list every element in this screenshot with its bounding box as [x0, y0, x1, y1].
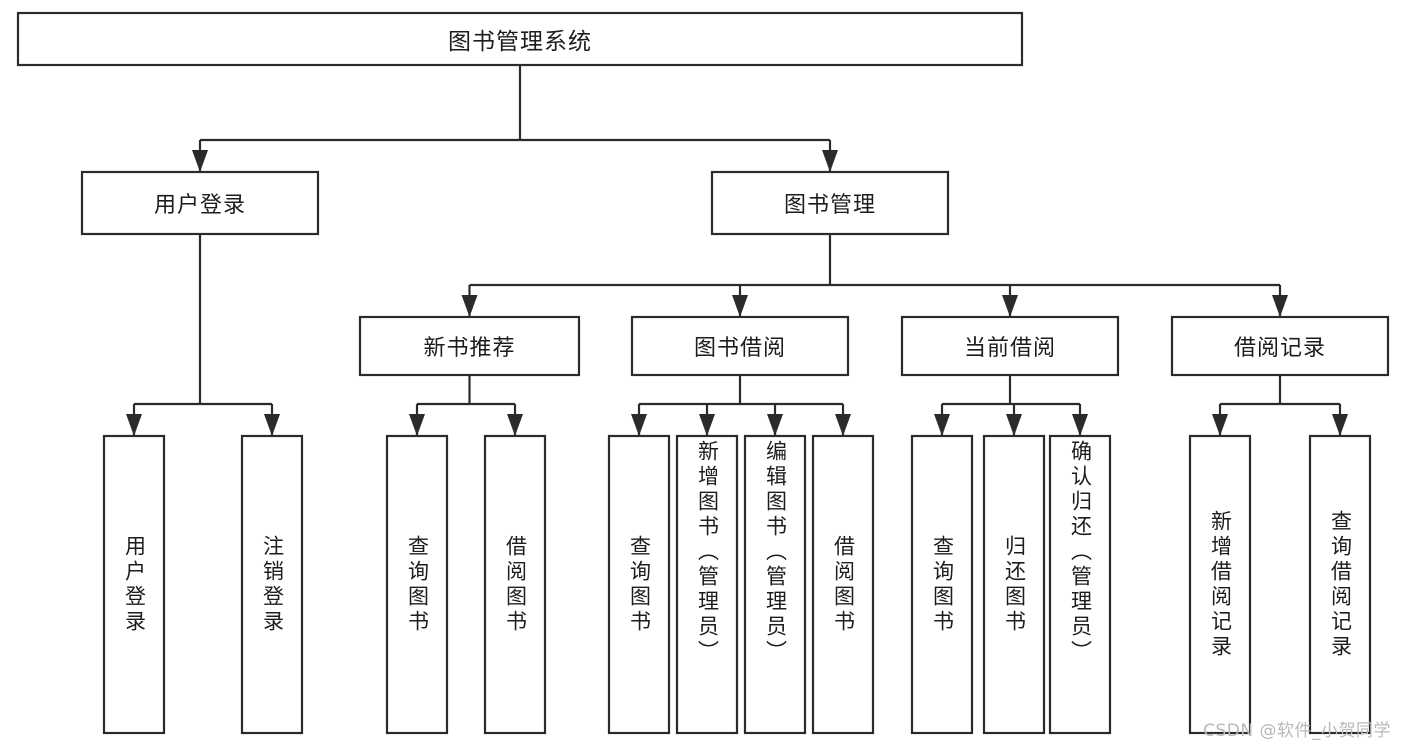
- boxes-layer: [16, 11, 1390, 735]
- arrow-head-n_user_login-1: [264, 414, 280, 436]
- arrow-head-n_new_book-1: [507, 414, 523, 436]
- arrow-head-n_book_mgmt-2: [1002, 295, 1018, 317]
- node-box-l_rec_query[interactable]: [1308, 434, 1372, 735]
- node-box-l_cur_return[interactable]: [982, 434, 1046, 735]
- node-box-root[interactable]: [16, 11, 1024, 67]
- node-box-n_borrow[interactable]: [630, 315, 850, 377]
- node-box-n_current[interactable]: [900, 315, 1120, 377]
- arrow-head-n_new_book-0: [409, 414, 425, 436]
- node-box-n_user_login[interactable]: [80, 170, 320, 236]
- node-box-l_bw_add[interactable]: [675, 434, 739, 735]
- arrow-head-n_user_login-0: [126, 414, 142, 436]
- node-box-l_rec_add[interactable]: [1188, 434, 1252, 735]
- edges-layer: [126, 65, 1348, 436]
- node-box-l_user_login[interactable]: [102, 434, 166, 735]
- arrow-head-n_current-2: [1072, 414, 1088, 436]
- node-box-l_cur_query[interactable]: [910, 434, 974, 735]
- arrow-head-n_record-1: [1332, 414, 1348, 436]
- arrow-head-root-1: [822, 150, 838, 172]
- arrow-head-n_borrow-0: [631, 414, 647, 436]
- arrow-head-n_borrow-3: [835, 414, 851, 436]
- node-box-l_user_logout[interactable]: [240, 434, 304, 735]
- arrow-head-n_book_mgmt-0: [461, 295, 478, 317]
- arrow-head-n_current-0: [934, 414, 950, 436]
- arrow-head-n_current-1: [1006, 414, 1022, 436]
- node-box-l_cur_confirm[interactable]: [1048, 434, 1112, 735]
- arrow-head-n_book_mgmt-3: [1272, 295, 1288, 317]
- node-box-l_bw_edit[interactable]: [743, 434, 807, 735]
- node-box-n_book_mgmt[interactable]: [710, 170, 950, 236]
- node-box-n_new_book[interactable]: [358, 315, 581, 377]
- arrow-head-n_borrow-1: [699, 414, 715, 436]
- arrow-head-root-0: [192, 150, 208, 172]
- arrow-head-n_record-0: [1212, 414, 1228, 436]
- node-box-l_bw_query[interactable]: [607, 434, 671, 735]
- node-box-n_record[interactable]: [1170, 315, 1390, 377]
- arrow-head-n_book_mgmt-1: [732, 295, 748, 317]
- node-box-l_nb_query[interactable]: [385, 434, 449, 735]
- node-box-l_nb_borrow[interactable]: [483, 434, 547, 735]
- arrow-head-n_borrow-2: [767, 414, 783, 436]
- node-box-l_bw_borrow[interactable]: [811, 434, 875, 735]
